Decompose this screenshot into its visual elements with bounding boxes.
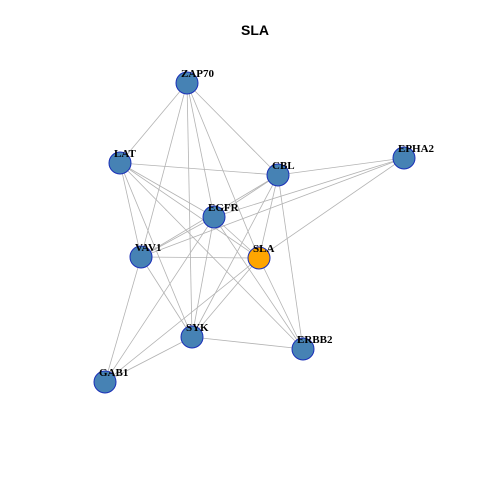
- edge-sla-syk: [191, 257, 260, 338]
- node-label-gab1: GAB1: [99, 367, 128, 379]
- node-circle-gab1: [93, 370, 117, 394]
- edge-vav1-sla: [140, 256, 260, 259]
- node-label-erbb2: ERBB2: [297, 334, 333, 346]
- node-circle-sla: [247, 246, 271, 270]
- edge-egfr-erbb2: [213, 216, 304, 350]
- edge-lat-egfr: [119, 162, 215, 218]
- edge-cbl-syk: [191, 174, 279, 338]
- node-egfr: EGFR: [202, 202, 240, 229]
- node-vav1: VAV1: [129, 242, 162, 269]
- edge-syk-erbb2: [191, 336, 304, 350]
- node-label-vav1: VAV1: [135, 242, 162, 254]
- node-label-syk: SYK: [186, 322, 209, 334]
- edge-zap70-lat: [119, 82, 188, 164]
- edge-syk-gab1: [104, 336, 193, 383]
- edge-vav1-gab1: [104, 256, 142, 383]
- edge-egfr-gab1: [104, 216, 215, 383]
- node-circle-cbl: [266, 163, 290, 187]
- node-zap70: ZAP70: [175, 68, 215, 95]
- edge-cbl-egfr: [213, 174, 279, 218]
- node-label-cbl: CBL: [272, 160, 295, 172]
- node-label-zap70: ZAP70: [181, 68, 215, 80]
- edge-lat-vav1: [119, 162, 142, 258]
- edge-zap70-vav1: [140, 82, 188, 258]
- edge-lat-sla: [119, 162, 260, 259]
- edge-epha2-egfr: [213, 157, 405, 218]
- node-circle-erbb2: [291, 337, 315, 361]
- node-cbl: CBL: [266, 160, 295, 187]
- node-circle-vav1: [129, 245, 153, 269]
- node-lat: LAT: [108, 148, 136, 175]
- edge-zap70-syk: [186, 82, 193, 338]
- node-label-egfr: EGFR: [208, 202, 240, 214]
- edge-epha2-vav1: [140, 157, 405, 258]
- edge-lat-cbl: [119, 162, 279, 176]
- edge-epha2-sla: [258, 157, 405, 259]
- node-epha2: EPHA2: [392, 143, 435, 170]
- edge-sla-erbb2: [258, 257, 304, 350]
- node-label-epha2: EPHA2: [398, 143, 435, 155]
- edge-lat-syk: [119, 162, 193, 338]
- edge-vav1-syk: [140, 256, 193, 338]
- edge-zap70-cbl: [186, 82, 279, 176]
- node-circle-egfr: [202, 205, 226, 229]
- edge-egfr-vav1: [140, 216, 215, 258]
- edge-sla-gab1: [104, 257, 260, 383]
- node-label-lat: LAT: [114, 148, 136, 160]
- edge-egfr-syk: [191, 216, 215, 338]
- node-circle-zap70: [175, 71, 199, 95]
- edge-lat-erbb2: [119, 162, 304, 350]
- node-circle-lat: [108, 151, 132, 175]
- edge-zap70-egfr: [186, 82, 215, 218]
- edge-cbl-epha2: [277, 157, 405, 176]
- node-circle-syk: [180, 325, 204, 349]
- node-syk: SYK: [180, 322, 209, 349]
- node-gab1: GAB1: [93, 367, 128, 394]
- figure-title: SLA: [241, 22, 269, 38]
- node-label-sla: SLA: [253, 243, 274, 255]
- node-sla: SLA: [247, 243, 274, 270]
- edge-cbl-sla: [258, 174, 279, 259]
- node-circle-epha2: [392, 146, 416, 170]
- node-erbb2: ERBB2: [291, 334, 333, 361]
